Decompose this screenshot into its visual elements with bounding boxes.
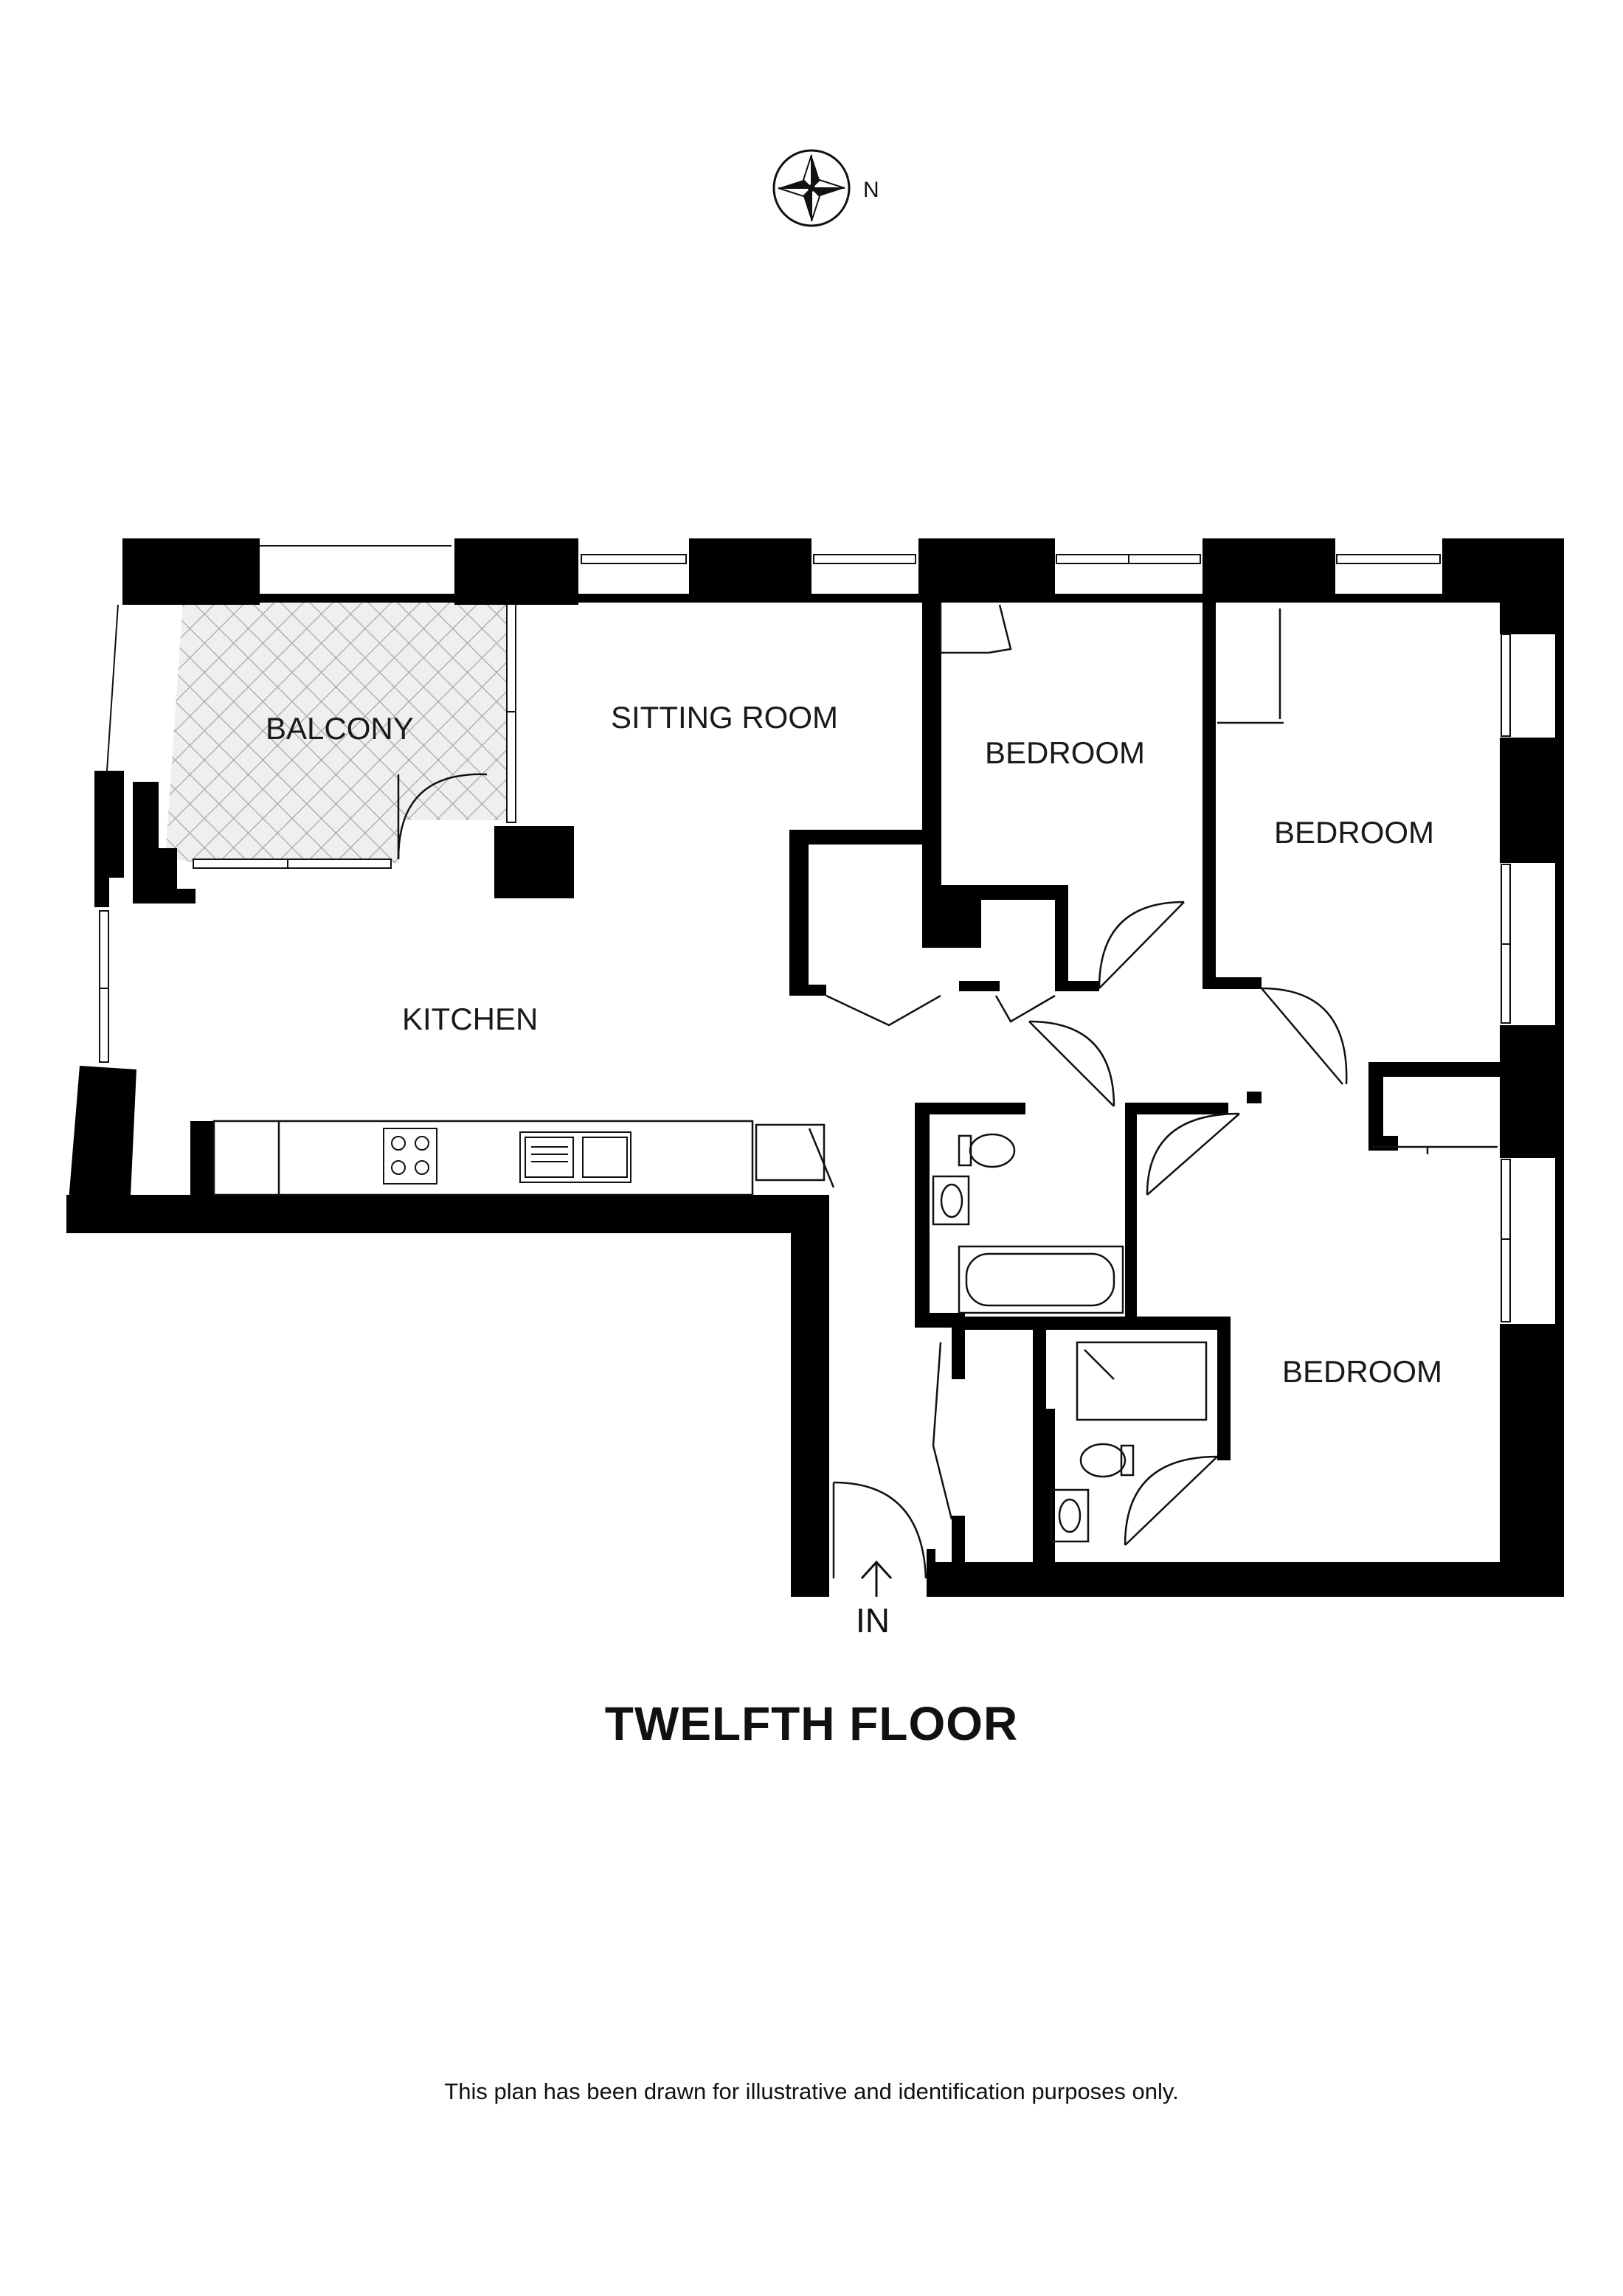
kitchen-counter [212,1120,835,1196]
compass-north-label: N [863,178,879,202]
room-label-kitchen: KITCHEN [402,1002,538,1036]
windows [99,545,1511,1322]
disclaimer-text: This plan has been drawn for illustrativ… [444,2078,1179,2104]
room-label-sitting-room: SITTING ROOM [611,700,838,735]
compass-icon [772,149,851,227]
doors [397,604,1348,1579]
room-label-bedroom-1: BEDROOM [985,735,1145,770]
walls [66,538,1564,1597]
bathtub-icon [958,1245,1124,1314]
hob-icon [383,1128,437,1185]
washbasin-icon [932,1175,970,1226]
entrance-arrow-icon [860,1560,893,1597]
toilet-2-icon [1079,1443,1127,1478]
balcony-area [165,600,516,869]
kitchen-sink-icon [519,1131,631,1183]
floor-title: TWELFTH FLOOR [604,1697,1019,1750]
bathroom-fixtures [932,608,1498,1543]
room-label-bedroom-2: BEDROOM [1274,815,1434,850]
entrance-label: IN [856,1601,890,1640]
room-label-bedroom-3: BEDROOM [1282,1354,1442,1389]
shower-tray-icon [1076,1341,1208,1421]
washbasin-2-icon [1050,1488,1090,1543]
room-label-balcony: BALCONY [266,711,414,746]
toilet-icon [969,1133,1016,1168]
